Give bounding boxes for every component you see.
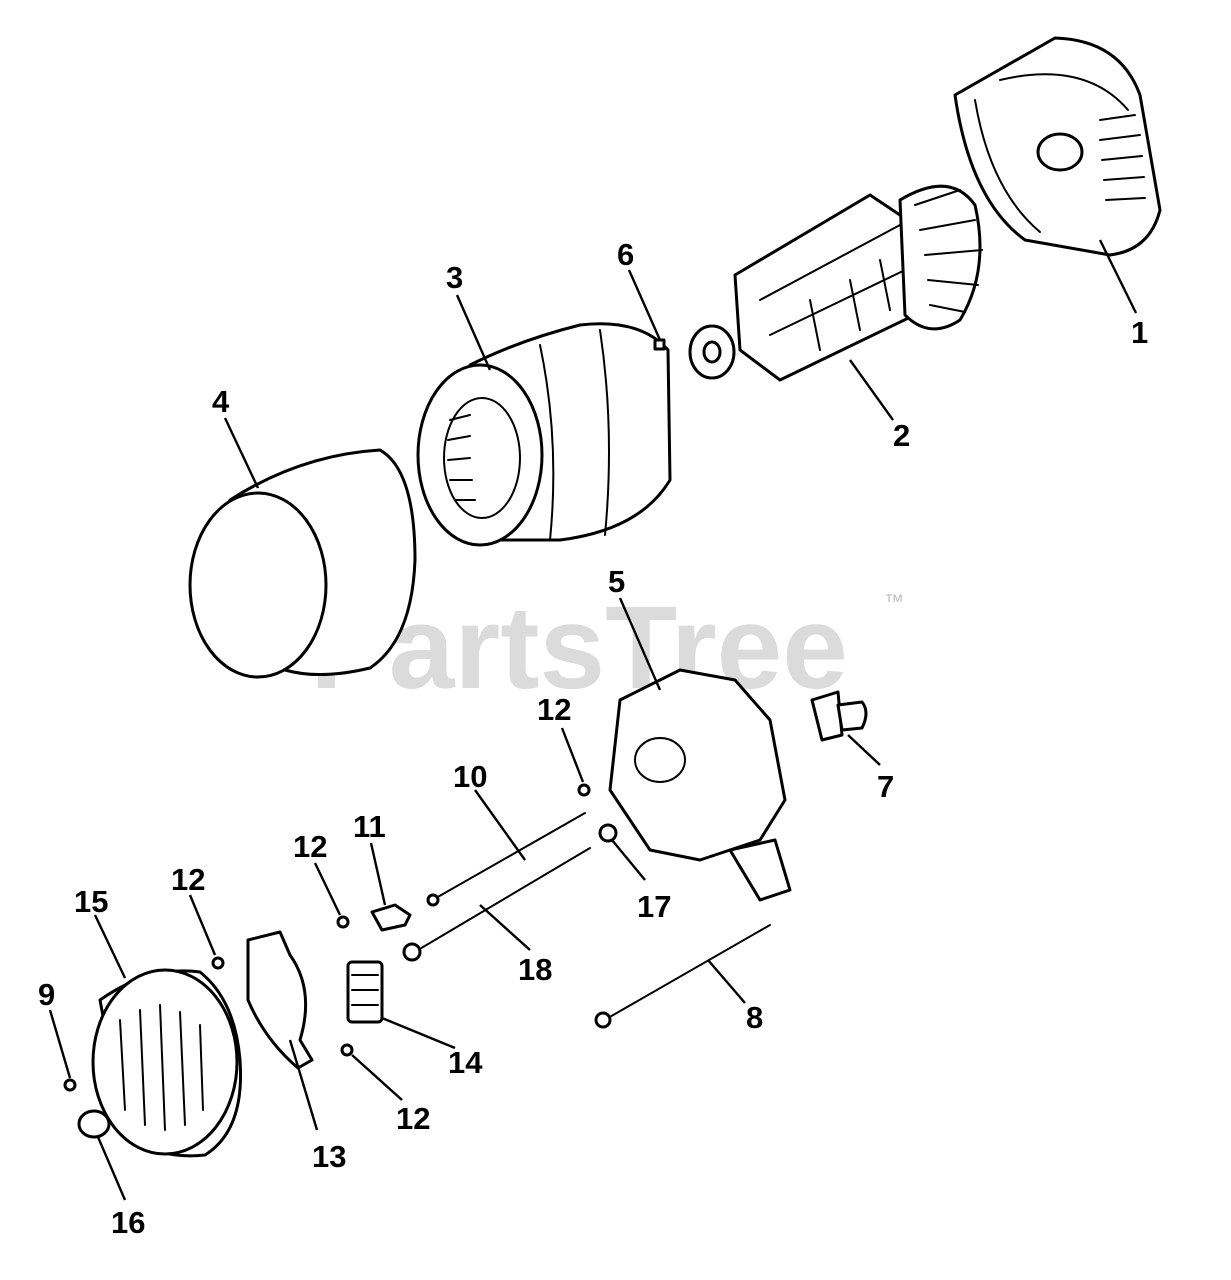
callout-4: 4 (212, 384, 230, 419)
part-6-screw (653, 338, 666, 351)
part-10-bolt (426, 812, 586, 907)
watermark-trademark: ™ (884, 591, 904, 613)
callout-8: 8 (746, 1000, 763, 1035)
part-16-plug (77, 1109, 111, 1139)
callout-12-top: 12 (537, 692, 571, 727)
callout-2: 2 (893, 418, 910, 453)
part-1-rear-housing (953, 36, 1162, 257)
part-9-screw (63, 1078, 77, 1092)
callout-13: 13 (312, 1139, 346, 1174)
part-17-washer (598, 823, 618, 843)
leader-lines (48, 239, 1138, 1201)
part-4-cover (188, 448, 417, 679)
callout-1: 1 (1131, 315, 1148, 350)
part-3-stator (416, 322, 672, 547)
callout-16: 16 (111, 1205, 145, 1240)
callout-5: 5 (608, 564, 625, 599)
callout-6: 6 (617, 237, 634, 272)
callout-9: 9 (38, 977, 55, 1012)
callout-7: 7 (877, 769, 894, 804)
part-8-bolt (594, 924, 771, 1029)
part-2-rotor (688, 184, 983, 382)
callout-10: 10 (453, 759, 487, 794)
part-7-bushing (810, 690, 868, 742)
callout-11: 11 (353, 809, 386, 844)
callout-12-bottom: 12 (396, 1101, 430, 1136)
callout-12-middle: 12 (293, 829, 327, 864)
callout-labels: 1 2 3 4 5 6 7 8 9 10 11 12 12 12 12 13 1… (38, 237, 1148, 1240)
part-15-grille-cover (91, 968, 243, 1158)
callout-18: 18 (518, 952, 552, 987)
part-14-terminal-block (346, 960, 384, 1024)
callout-15: 15 (74, 884, 108, 919)
part-11-brush-holder (370, 903, 412, 932)
callout-12-left: 12 (171, 862, 205, 897)
part-13-cover-plate (246, 930, 314, 1070)
callout-17: 17 (637, 889, 671, 924)
part-5-end-bell (608, 668, 792, 902)
part-18-bolt (402, 847, 591, 962)
part-12-screws (211, 783, 591, 1057)
callout-3: 3 (446, 260, 463, 295)
callout-14: 14 (448, 1045, 483, 1080)
